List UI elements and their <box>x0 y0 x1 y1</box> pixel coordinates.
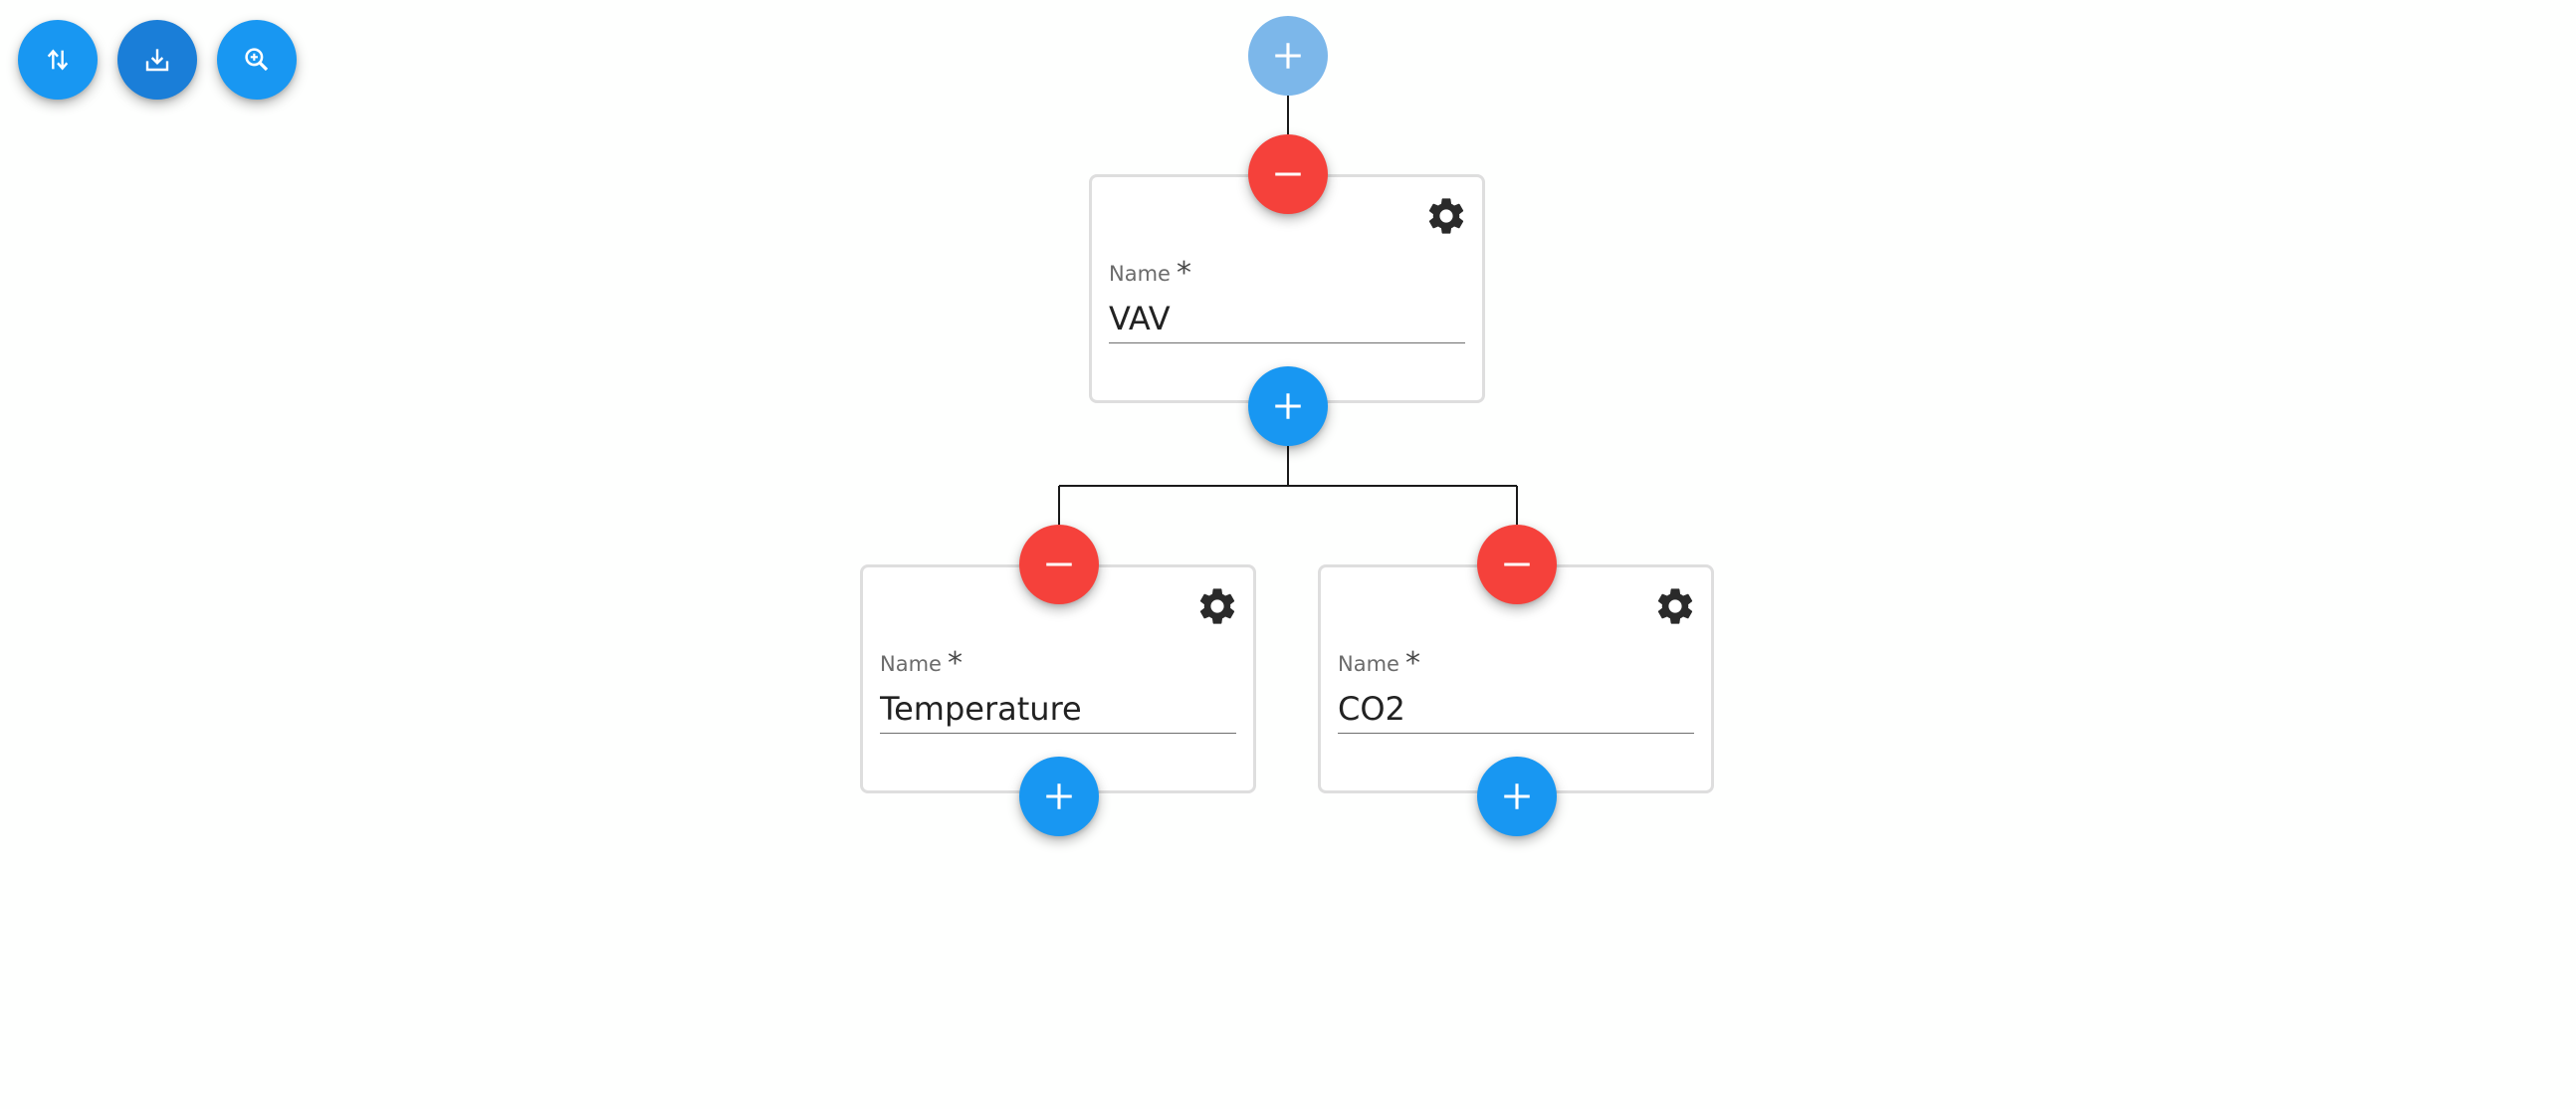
add-child-button-temperature[interactable] <box>1019 757 1099 836</box>
add-child-button-co2[interactable] <box>1477 757 1557 836</box>
minus-icon <box>1500 548 1534 581</box>
remove-node-button-temperature[interactable] <box>1019 525 1099 604</box>
plus-icon <box>1500 779 1534 813</box>
download-icon <box>141 44 173 76</box>
name-label-text: Name <box>1109 262 1171 286</box>
export-button[interactable] <box>117 20 197 100</box>
name-field: Name * <box>880 646 1236 734</box>
name-field-label: Name * <box>1109 256 1465 291</box>
required-mark: * <box>1404 646 1420 681</box>
plus-icon <box>1042 779 1076 813</box>
sort-arrows-icon <box>42 44 74 76</box>
plus-icon <box>1271 389 1305 423</box>
gear-icon[interactable] <box>1195 584 1239 628</box>
name-input-temperature[interactable] <box>880 684 1236 734</box>
name-field: Name * <box>1109 256 1465 343</box>
name-input-vav[interactable] <box>1109 294 1465 343</box>
name-field-label: Name * <box>880 646 1236 681</box>
minus-icon <box>1042 548 1076 581</box>
name-field: Name * <box>1338 646 1694 734</box>
remove-node-button-vav[interactable] <box>1248 134 1328 214</box>
sort-button[interactable] <box>18 20 98 100</box>
required-mark: * <box>1176 256 1191 291</box>
name-input-co2[interactable] <box>1338 684 1694 734</box>
add-child-button-vav[interactable] <box>1248 366 1328 446</box>
name-field-label: Name * <box>1338 646 1694 681</box>
remove-node-button-co2[interactable] <box>1477 525 1557 604</box>
name-label-text: Name <box>880 652 942 676</box>
required-mark: * <box>947 646 963 681</box>
zoom-in-icon <box>241 44 273 76</box>
minus-icon <box>1271 157 1305 191</box>
add-root-node-button[interactable] <box>1248 16 1328 96</box>
name-label-text: Name <box>1338 652 1399 676</box>
gear-icon[interactable] <box>1653 584 1697 628</box>
gear-icon[interactable] <box>1424 194 1468 238</box>
zoom-button[interactable] <box>217 20 297 100</box>
plus-icon <box>1271 39 1305 73</box>
